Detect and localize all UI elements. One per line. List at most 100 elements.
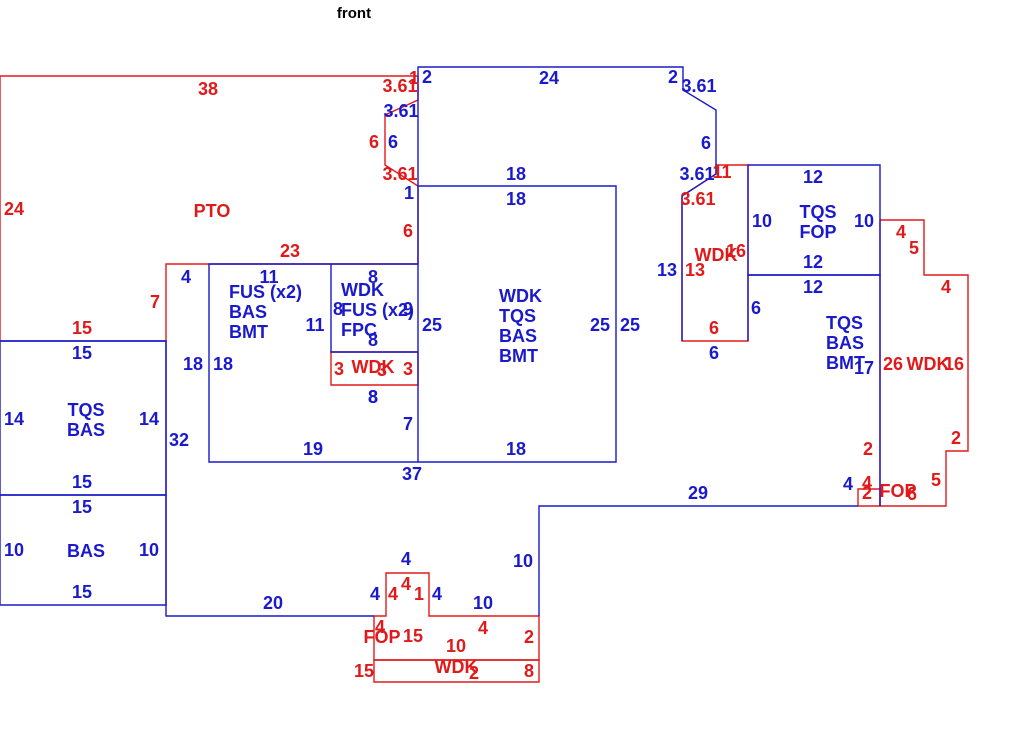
blue-label: 9 [403, 299, 413, 319]
blue-label: 12 [803, 167, 823, 187]
red-label: 5 [909, 238, 919, 258]
blue-label: 14 [139, 409, 159, 429]
blue-area-label: TQS [826, 313, 863, 333]
red-label: 6 [709, 318, 719, 338]
blue-label: 10 [854, 211, 874, 231]
red-label: 6 [403, 221, 413, 241]
red-label: 4 [478, 618, 488, 638]
blue-label: 15 [72, 472, 92, 492]
blue-area-label: BAS [67, 541, 105, 561]
blue-label: 29 [688, 483, 708, 503]
blue-label: 25 [620, 315, 640, 335]
red-label: 23 [280, 241, 300, 261]
blue-area-label: WDK [499, 286, 542, 306]
blue-label: 2 [668, 67, 678, 87]
blue-label: 4 [843, 474, 853, 494]
blue-label: 11 [259, 267, 278, 287]
blue-label: 6 [709, 343, 719, 363]
red-label: 24 [4, 199, 24, 219]
blue-label: 12 [803, 252, 823, 272]
red-label: 26 [883, 354, 903, 374]
blue-label: 3.61 [679, 164, 714, 184]
red-label: 2 [951, 428, 961, 448]
blue-area-label: BAS [67, 420, 105, 440]
blue-label: 6 [701, 133, 711, 153]
red-label: 2 [863, 439, 873, 459]
blue-label: 14 [4, 409, 24, 429]
blue-outlines [0, 66, 881, 617]
red-area-label: 2 [469, 663, 479, 683]
red-area-label: 3 [377, 360, 387, 380]
blue-label: 4 [181, 267, 191, 287]
blue-label: 8 [368, 387, 378, 407]
blue-area-label: BMT [499, 346, 538, 366]
blue-label: 1 [404, 183, 414, 203]
red-area-label: FOP [879, 481, 916, 501]
red-label: 3 [334, 359, 344, 379]
blue-area-label: TQS [67, 400, 104, 420]
blue-label: 4 [432, 584, 442, 604]
red-label: 3.61 [382, 164, 417, 184]
red-label: 4 [375, 617, 385, 637]
blue-label: 11 [305, 315, 324, 335]
blue-label: 6 [751, 298, 761, 318]
blue-area-label: FOP [799, 222, 836, 242]
wdk-fus-fpc-outline [330, 264, 418, 353]
blue-area-label: TQS [799, 202, 836, 222]
blue-area-label: TQS [499, 306, 536, 326]
blue-label: 18 [506, 439, 526, 459]
red-label: 6 [369, 132, 379, 152]
red-labels: 38 3.61 1 6 3.61 24 PTO 23 6 7 15 3 3 11… [4, 68, 964, 683]
blue-label: 8 [368, 267, 378, 287]
red-label: 8 [524, 661, 534, 681]
red-label: 3.61 [680, 189, 715, 209]
blue-label: 18 [506, 189, 526, 209]
blue-label: 6 [388, 132, 398, 152]
blue-label: 18 [213, 354, 233, 374]
sketch-title: front [337, 5, 371, 22]
red-label: 4 [896, 222, 906, 242]
red-label: 4 [401, 574, 411, 594]
fop-bottom-outline [373, 572, 540, 661]
blue-label: 8 [333, 299, 343, 319]
red-label: 4 [941, 277, 951, 297]
red-label: 16 [944, 354, 964, 374]
blue-label: 3.61 [383, 101, 418, 121]
blue-label: 7 [403, 414, 413, 434]
blue-label: 3.61 [681, 76, 716, 96]
wdk-right-lower-outline [879, 219, 969, 507]
blue-area-label: BMT [229, 322, 268, 342]
red-label: 1 [414, 584, 424, 604]
blue-area-label: BAS [499, 326, 537, 346]
blue-area-label: FPC [341, 320, 377, 340]
red-label: 38 [198, 79, 218, 99]
blue-label: 18 [506, 164, 526, 184]
red-label: 15 [354, 661, 374, 681]
blue-label: 4 [370, 584, 380, 604]
blue-label: 17 [854, 358, 874, 378]
red-label: FOP [363, 627, 400, 647]
red-label: 6 [907, 484, 917, 504]
red-label: 3.61 [382, 76, 417, 96]
red-label: 15 [72, 318, 92, 338]
blue-label: 2 [422, 67, 432, 87]
red-label: 13 [685, 260, 705, 280]
blue-label: 24 [539, 68, 559, 88]
left-bas-outline [0, 494, 167, 606]
red-label: 7 [150, 292, 160, 312]
red-label: 1 [409, 68, 419, 88]
blue-label: 25 [590, 315, 610, 335]
red-label: 2 [862, 483, 872, 503]
blue-label: 10 [473, 593, 493, 613]
blue-area-label: FUS (x2) [341, 300, 414, 320]
red-area-label: WDK [695, 245, 738, 265]
blue-label: 15 [72, 582, 92, 602]
blue-label: 8 [368, 330, 378, 350]
blue-label: 10 [752, 211, 772, 231]
blue-area-label: BAS [826, 333, 864, 353]
red-label: WDK [352, 357, 395, 377]
blue-area-label: BMT [826, 353, 865, 373]
wdk-bottom-outline [373, 659, 540, 683]
upper-tqs-fop-outline [747, 164, 881, 276]
blue-label: 32 [169, 430, 189, 450]
